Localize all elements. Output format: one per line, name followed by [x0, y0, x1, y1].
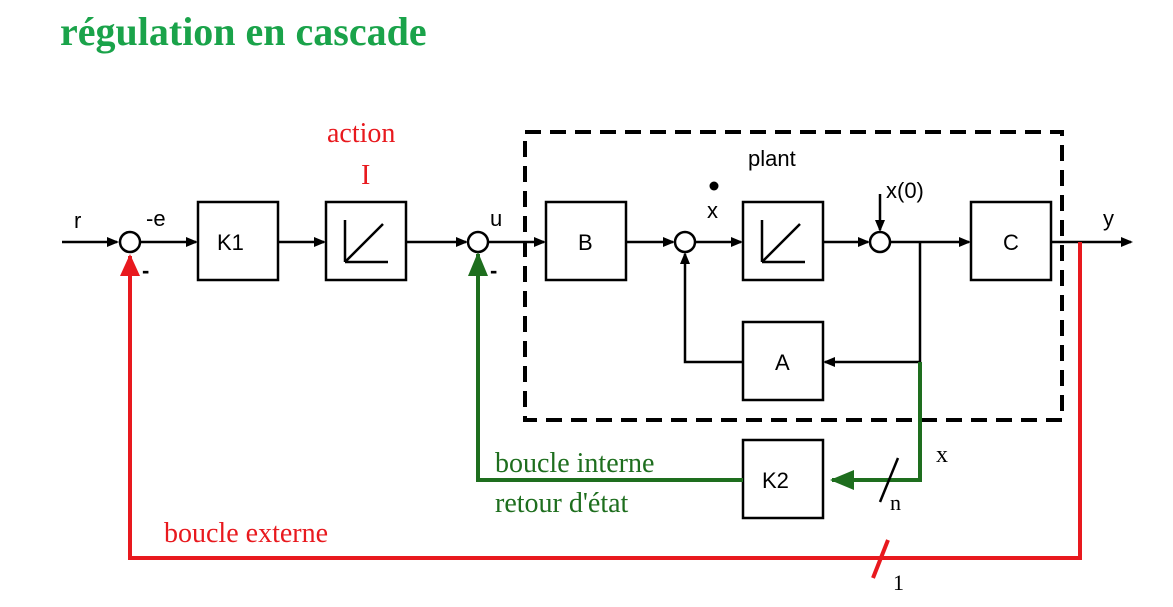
block-c-label: C	[1003, 230, 1019, 255]
integrator-icon	[760, 220, 805, 264]
summing-junction-initial	[868, 230, 892, 254]
label-x0: x(0)	[886, 178, 924, 203]
wire-a-sum3	[680, 252, 743, 364]
plant-label: plant	[748, 146, 796, 171]
summing-junction-plant	[673, 230, 697, 254]
bus-width-n-slash	[878, 457, 900, 503]
inner-loop-feedback-state	[830, 362, 922, 490]
label-action-I: I	[361, 160, 370, 191]
label-y: y	[1103, 206, 1114, 231]
bus-width-1-slash	[871, 539, 890, 579]
label-inner-loop-2: retour d'état	[495, 488, 629, 519]
plant-boundary	[523, 130, 1064, 422]
label-x-state: x	[936, 442, 948, 468]
label-r: r	[74, 208, 81, 233]
x-dot-marker	[709, 181, 719, 191]
label-inner-loop-1: boucle interne	[495, 448, 654, 479]
block-k1-label: K1	[217, 230, 244, 255]
summing-junction-inner	[466, 230, 490, 254]
block-b	[544, 200, 628, 282]
inner-loop-return	[468, 252, 743, 482]
block-a-label: A	[775, 350, 790, 375]
label-outer-loop: boucle externe	[164, 518, 328, 549]
label-minus-outer: -	[142, 258, 149, 283]
label-minus-e: -e	[146, 206, 166, 231]
block-b-label: B	[578, 230, 593, 255]
label-x-dot: x	[707, 198, 718, 223]
integrator-icon	[343, 220, 388, 264]
outer-loop-feedback	[120, 242, 1082, 560]
block-c	[969, 200, 1053, 282]
block-k2-label: K2	[762, 468, 789, 493]
label-minus-inner: -	[490, 258, 497, 283]
page-title: régulation en cascade	[60, 9, 427, 54]
block-k1	[196, 200, 280, 282]
label-u: u	[490, 206, 502, 231]
label-n: n	[890, 490, 901, 515]
block-k2	[741, 438, 825, 520]
summing-junction-outer	[118, 230, 142, 254]
label-action: action	[327, 118, 395, 149]
label-one: 1	[893, 570, 904, 595]
